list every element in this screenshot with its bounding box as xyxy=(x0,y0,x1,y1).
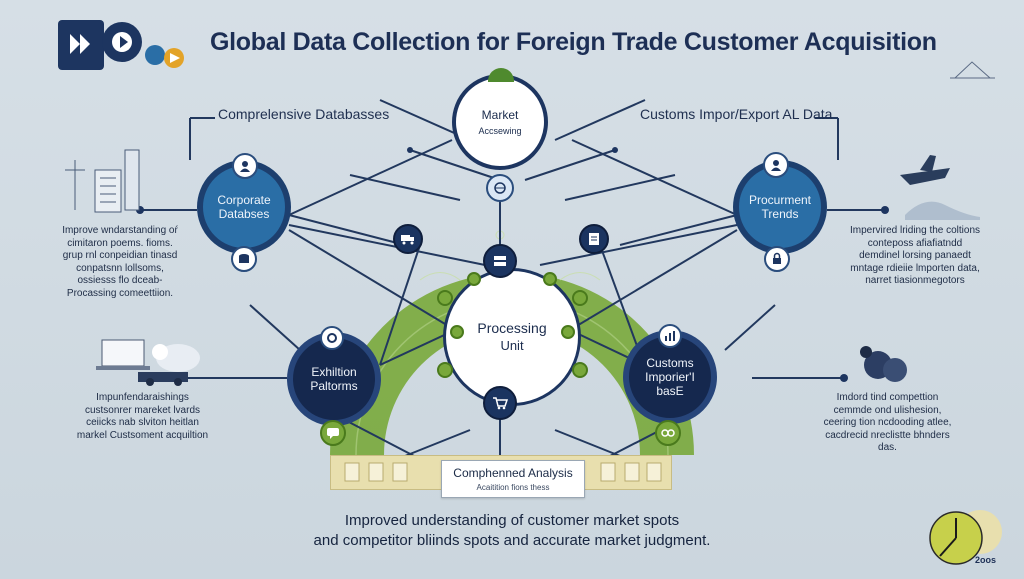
analysis-subtitle: Acaitition fions thess xyxy=(476,483,550,492)
desc-line: cemmde ond ulishesion, xyxy=(833,404,942,416)
market-node-label: Market xyxy=(481,108,519,122)
exhibition-label-2: Paltorms xyxy=(310,379,358,393)
processing-label-1: Processing xyxy=(477,320,547,336)
desc-line: narret tiasionmegotors xyxy=(865,275,965,286)
desc-line: das. xyxy=(878,442,897,453)
desc-line: cimitaron poems. fioms. xyxy=(67,237,173,249)
desc-line: Impervired lriding the coltions xyxy=(849,225,981,236)
chart-icon xyxy=(658,324,682,348)
node-dot-icon xyxy=(572,362,588,378)
year-badge: 2oos xyxy=(975,555,997,565)
corporate-label-1: Corporate xyxy=(217,193,271,207)
desc-line: conteposs afiafiatndd xyxy=(867,237,963,249)
left-building-illustration xyxy=(65,149,140,213)
customs-label-1: Customs xyxy=(646,356,694,370)
processing-unit-node[interactable]: Processing Unit xyxy=(443,268,581,406)
summary-line-2: and competitor bliinds spots and accurat… xyxy=(313,532,711,549)
customs-label-3: basE xyxy=(656,384,684,398)
desc-line: custsonrer mareket lvards xyxy=(84,404,201,416)
cart-icon xyxy=(483,386,517,420)
desc-line: ossiesss flo dceab- xyxy=(77,275,163,286)
brand-logo xyxy=(58,20,184,70)
right-section-heading: Customs Impor/Export AL Data xyxy=(640,106,833,122)
desc-line: mntage rdieiie lmporten data, xyxy=(850,262,980,274)
right-top-description: Impervired lriding the coltions contepos… xyxy=(830,225,1000,288)
node-dot-icon xyxy=(561,325,575,339)
market-accessing-node[interactable]: Market Accsewing xyxy=(452,74,548,170)
desc-line: Impunfendaraishings xyxy=(96,392,189,403)
person-icon xyxy=(763,152,789,178)
node-dot-icon xyxy=(437,362,453,378)
procurement-label-2: Trends xyxy=(761,207,799,221)
desc-line: markel Custsoment acquiltion xyxy=(76,429,209,441)
desc-line: ceering tion ncdooding atlee, xyxy=(823,417,952,428)
document-icon xyxy=(579,224,609,254)
database-icon xyxy=(231,246,257,272)
market-node-sub: Accsewing xyxy=(478,126,522,136)
desc-line: demdinel lorsing panaedt xyxy=(859,250,971,261)
right-plane-illustration xyxy=(900,155,980,220)
server-icon xyxy=(483,244,517,278)
left-section-heading: Comprelensive Databasses xyxy=(218,106,390,122)
laptop-illustration xyxy=(96,339,200,386)
link-icon xyxy=(655,420,681,446)
corporate-label-2: Databses xyxy=(218,207,270,221)
desc-line: ceiicks nab slviton heitlan xyxy=(86,417,199,428)
node-dot-icon xyxy=(543,272,557,286)
customs-label-2: Imporier'I xyxy=(645,370,695,384)
right-bottom-description: Imdord tind compettion cemmde ond ulishe… xyxy=(800,392,975,455)
lock-icon xyxy=(764,246,790,272)
analysis-title: Comphenned Analysis xyxy=(453,466,573,480)
chat-icon xyxy=(320,420,346,446)
desc-line: cacdrecid nreclistte bhnders xyxy=(825,429,950,441)
node-dot-icon xyxy=(467,272,481,286)
market-node-cap xyxy=(488,68,514,82)
connector-group xyxy=(140,99,885,471)
settings-icon xyxy=(320,326,344,350)
desc-line: Imdord tind compettion xyxy=(836,392,939,403)
clock-badge xyxy=(929,510,1002,565)
procurement-label-1: Procurment xyxy=(748,193,812,207)
comprehensive-analysis-box[interactable]: Comphenned Analysis Acaitition fions the… xyxy=(441,460,585,498)
page-title: Global Data Collection for Foreign Trade… xyxy=(210,28,937,56)
summary-line-1: Improved understanding of customer marke… xyxy=(344,512,680,529)
green-arch xyxy=(330,273,694,455)
node-dot-icon xyxy=(572,290,588,306)
left-top-description: Improve wndarstanding oŕ cimitaron poems… xyxy=(40,225,200,300)
exhibition-label-1: Exhiltion xyxy=(311,365,357,379)
desc-line: conpatsnn lollsoms, xyxy=(76,262,164,274)
truck-icon xyxy=(393,224,423,254)
user-icon xyxy=(232,153,258,179)
left-bottom-description: Impunfendaraishings custsonrer mareket l… xyxy=(55,392,230,442)
right-people-illustration xyxy=(860,346,907,382)
processing-label-2: Unit xyxy=(500,338,524,353)
desc-line: Improve wndarstanding oŕ xyxy=(62,225,178,236)
globe-icon xyxy=(486,174,514,202)
desc-line: grup rnl conpeidian tinasd xyxy=(62,250,178,261)
node-dot-icon xyxy=(450,325,464,339)
node-dot-icon xyxy=(437,290,453,306)
desc-line: Procassing comeettiion. xyxy=(66,287,174,299)
